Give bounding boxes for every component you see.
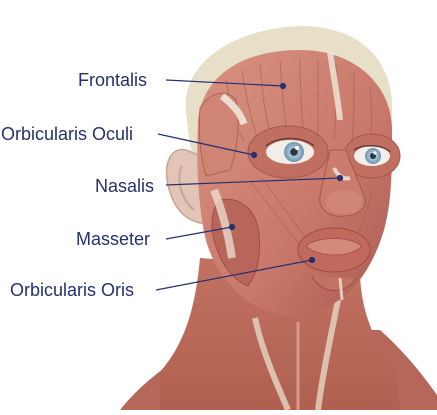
leader-masseter (165, 226, 233, 240)
label-nasalis: Nasalis (95, 176, 155, 196)
leader-frontalis (165, 79, 284, 87)
eye-left-iris (284, 142, 304, 162)
leader-dot-orbicularis-oris (308, 256, 316, 264)
label-orbicularis-oculi: Orbicularis Oculi (1, 124, 134, 144)
leader-nasalis (165, 177, 341, 186)
leader-dot-orbicularis-oculi (250, 151, 258, 159)
leader-orbicularis-oculi (157, 133, 255, 156)
leader-dot-nasalis (336, 174, 344, 182)
label-frontalis: Frontalis (78, 70, 148, 90)
label-orbicularis-oris: Orbicularis Oris (10, 280, 135, 300)
leader-orbicularis-oris (155, 259, 313, 291)
label-masseter: Masseter (76, 229, 151, 249)
eye-right-iris (365, 148, 381, 164)
leader-dot-masseter (228, 223, 236, 231)
lips (305, 238, 363, 256)
leader-dot-frontalis (279, 82, 287, 90)
